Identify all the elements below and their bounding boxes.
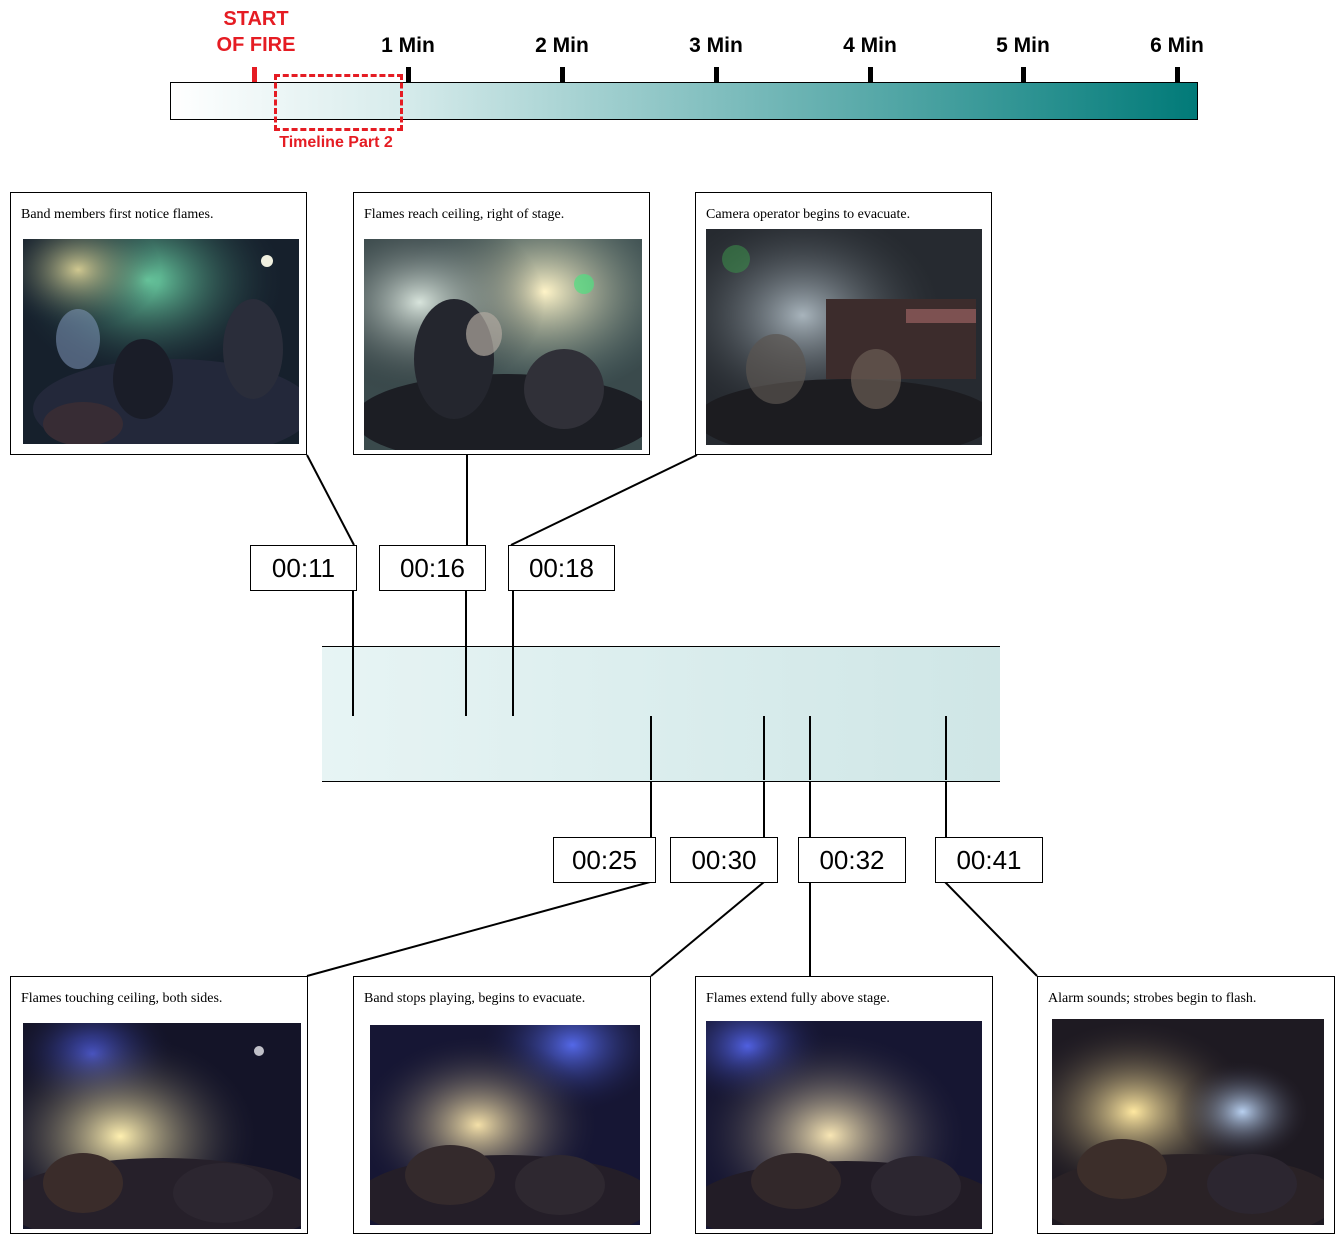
minute-label-6: 6 Min [1150, 34, 1204, 57]
minute-tick-1 [406, 67, 411, 82]
event-caption: Band stops playing, begins to evacuate. [364, 991, 586, 1006]
timestamp-0032: 00:32 [798, 837, 906, 883]
timestamp-0041: 00:41 [935, 837, 1043, 883]
timeline-part-2-highlight [274, 74, 403, 131]
event-card-0025: Flames touching ceiling, both sides. [10, 976, 308, 1234]
event-card-0016: Flames reach ceiling, right of stage. [353, 192, 650, 455]
event-card-0018: Camera operator begins to evacuate. [695, 192, 992, 455]
event-card-0011: Band members first notice flames. [10, 192, 307, 455]
minute-tick-4 [868, 67, 873, 82]
start-of-fire-label: START OF FIRE [186, 6, 326, 58]
minute-label-2: 2 Min [535, 34, 589, 57]
concert-photo-icon [706, 1021, 982, 1229]
concert-photo-icon [23, 1023, 301, 1229]
timeline-part-2-band [322, 646, 1000, 782]
minute-label-5: 5 Min [996, 34, 1050, 57]
minute-label-4: 4 Min [843, 34, 897, 57]
timestamp-0011: 00:11 [250, 545, 357, 591]
concert-photo-icon [1052, 1019, 1324, 1225]
concert-photo-icon [370, 1025, 640, 1225]
event-caption: Camera operator begins to evacuate. [706, 207, 911, 222]
minute-tick-2 [560, 67, 565, 82]
timestamp-0030: 00:30 [670, 837, 778, 883]
connector-0041-card [944, 881, 1038, 977]
event-card-0030: Band stops playing, begins to evacuate. [353, 976, 651, 1234]
minute-tick-3 [714, 67, 719, 82]
event-card-0032: Flames extend fully above stage. [695, 976, 993, 1234]
event-caption: Flames extend fully above stage. [706, 991, 890, 1006]
event-caption: Flames reach ceiling, right of stage. [364, 207, 565, 222]
start-label-line2: OF FIRE [216, 34, 296, 56]
concert-photo-icon [706, 229, 982, 445]
start-label-line1: START [223, 8, 289, 30]
connector-0025-card [306, 881, 651, 977]
timestamp-0018: 00:18 [508, 545, 615, 591]
concert-photo-icon [364, 239, 642, 450]
timeline-part-2-label: Timeline Part 2 [279, 134, 393, 151]
concert-photo-icon [23, 239, 299, 444]
minute-tick-5 [1021, 67, 1026, 82]
connector-0011-card [306, 454, 355, 546]
event-caption: Band members first notice flames. [21, 207, 214, 222]
top-timeline-bar [170, 82, 1198, 120]
minute-label-1: 1 Min [381, 34, 435, 57]
start-tick [252, 67, 257, 82]
connector-0030-card [650, 881, 765, 977]
connector-0018-card [510, 454, 698, 546]
minute-label-3: 3 Min [689, 34, 743, 57]
minute-tick-6 [1175, 67, 1180, 82]
event-caption: Flames touching ceiling, both sides. [21, 991, 223, 1006]
event-caption: Alarm sounds; strobes begin to flash. [1048, 991, 1257, 1006]
event-card-0041: Alarm sounds; strobes begin to flash. [1037, 976, 1335, 1234]
timestamp-0025: 00:25 [553, 837, 656, 883]
timestamp-0016: 00:16 [379, 545, 486, 591]
